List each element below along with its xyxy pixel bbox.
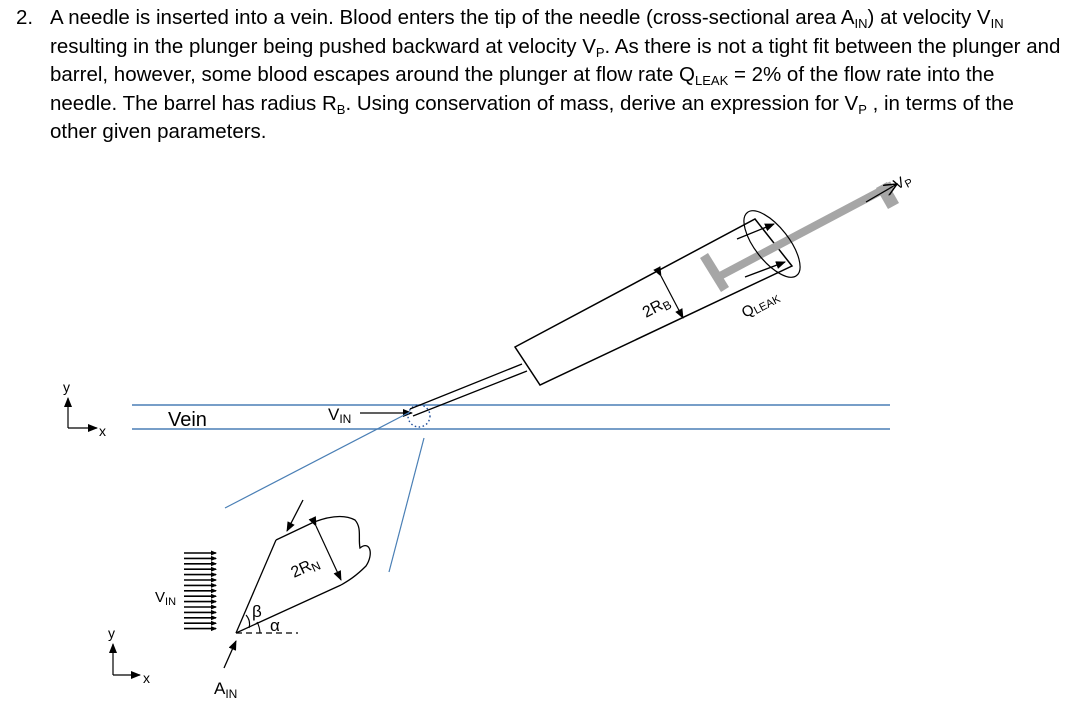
leak-arrow-lower: [744, 261, 786, 278]
problem-text-part: ) at velocity V: [867, 6, 991, 29]
vin-label: VIN: [328, 405, 351, 426]
velocity-arrow-head: [211, 604, 217, 610]
leak-arrow-upper: [736, 223, 775, 240]
zoom-line-right: [388, 437, 425, 573]
axis-y-label: y: [63, 379, 70, 395]
problem-statement: 2. A needle is inserted into a vein. Blo…: [16, 4, 1066, 147]
vp-arrow: [865, 184, 897, 203]
problem-text-part: A needle is inserted into a vein. Blood …: [50, 6, 855, 29]
subscript: LEAK: [695, 73, 729, 88]
rb-dimension-arrow: [653, 266, 684, 319]
velocity-arrow-head: [211, 572, 217, 578]
leak-outlet-ellipse: [743, 210, 801, 278]
vp-label: VP: [891, 170, 915, 195]
rn-label: 2RN: [289, 554, 323, 584]
velocity-arrow-head: [211, 609, 217, 615]
velocity-arrow-head: [211, 550, 217, 556]
subscript: P: [595, 44, 605, 60]
axes-bottom: y x: [108, 625, 150, 686]
problem-number: 2.: [16, 6, 34, 29]
zoom-line-left: [224, 411, 411, 509]
velocity-arrow-head: [211, 615, 217, 621]
needle-tip-detail: [235, 515, 371, 634]
ain-arrow: [223, 640, 237, 669]
velocity-arrow-head: [211, 577, 217, 583]
axis-x-label: x: [99, 423, 106, 439]
velocity-arrow-head: [211, 566, 217, 572]
velocity-arrow-head: [211, 555, 217, 561]
velocity-arrow-head: [211, 561, 217, 567]
problem-text-part: resulting in the plunger being pushed ba…: [50, 34, 596, 58]
axis-y-label: y: [108, 625, 115, 641]
beta-label: β: [252, 602, 262, 621]
velocity-arrow-head: [211, 582, 217, 588]
needle: [409, 363, 528, 417]
problem-text-part: = 2% of the flow rate into the needle. T…: [50, 63, 995, 115]
subscript: IN: [990, 16, 1004, 31]
alpha-label: α: [270, 616, 280, 635]
velocity-arrow-head: [211, 588, 217, 594]
velocity-arrow-head: [211, 620, 217, 626]
subscript: P: [858, 101, 867, 117]
velocity-arrow-head: [211, 593, 217, 599]
axes-top: y x: [63, 379, 106, 439]
problem-text-part: , in terms of the other given parameters…: [50, 91, 1014, 144]
subscript: B: [336, 101, 346, 117]
rn-dimension-arrow: [308, 516, 342, 581]
needle-tip-zoom-circle: [407, 404, 431, 428]
problem-text-part: . As there is not a tight fit between th…: [50, 34, 1061, 87]
problem-text-part: . Using conservation of mass, derive an …: [345, 91, 859, 115]
velocity-profile-arrows: [184, 550, 217, 632]
vin-profile-label: VIN: [155, 589, 176, 608]
problem-text: A needle is inserted into a vein. Blood …: [50, 4, 1066, 147]
ain-label: AIN: [214, 679, 237, 701]
axis-x-label: x: [143, 670, 150, 686]
velocity-arrow-head: [211, 599, 217, 605]
vein-label: Vein: [168, 409, 207, 431]
subscript: IN: [854, 16, 868, 31]
velocity-arrow-head: [211, 626, 217, 632]
inlet-arrow-top: [286, 499, 304, 532]
qleak-label: QLEAK: [739, 288, 783, 323]
